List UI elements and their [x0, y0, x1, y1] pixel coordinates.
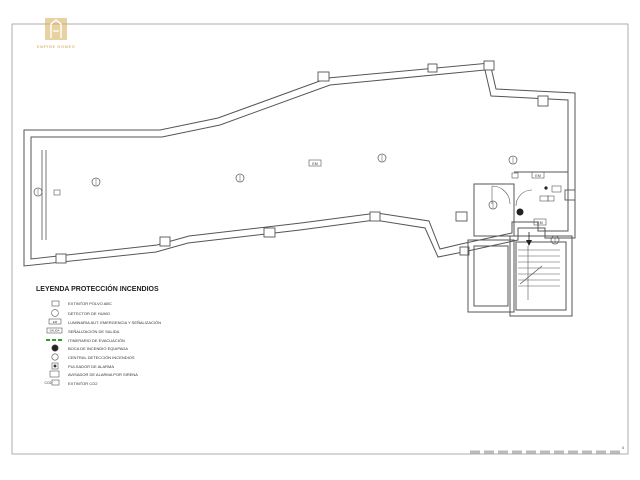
- legend-symbols: [46, 300, 64, 386]
- legend-label: EXTINTOR POLVO ABC: [68, 300, 112, 306]
- main-hall-wall-inner: [30, 69, 569, 260]
- legend-fire-hose-icon: [51, 344, 59, 352]
- empire-homes-logo: [45, 18, 67, 40]
- staircase: [518, 232, 560, 300]
- legend-item: AVISADOR DE ALARMA POR SIRENA: [40, 370, 138, 378]
- legend-exit-code: SALIDA: [50, 329, 60, 333]
- legend-item: BOCA DE INCENDIO EQUIPADA: [40, 344, 128, 352]
- page-number: 4: [621, 445, 624, 450]
- left-entrance-glazing: [41, 150, 47, 240]
- fire-hose-icon: [516, 208, 524, 216]
- bottom-wall-notches: [55, 211, 470, 264]
- smoke-detector-icon: [33, 153, 560, 245]
- legend-label: BOCA DE INCENDIO EQUIPADA: [68, 345, 128, 351]
- legend-em-code: EM: [53, 320, 58, 324]
- legend-detection-panel-icon: [51, 353, 59, 361]
- legend-alarm-button-icon: [51, 362, 59, 370]
- legend-label: CENTRAL DETECCIÓN INCENDIOS: [68, 354, 135, 360]
- legend-emergency-light-icon: [48, 318, 62, 325]
- siren-icon: [551, 185, 562, 193]
- legend-label: SEÑALIZACIÓN DE SALIDA: [68, 328, 120, 334]
- brand-name: EMPIRE HOMES: [36, 44, 76, 49]
- sheet-border: [11, 23, 629, 455]
- legend-item: EXTINTOR CO2: [40, 379, 98, 387]
- legend-item: EXTINTOR POLVO ABC: [40, 299, 112, 307]
- alarm-button-icon: [544, 186, 548, 190]
- legend-item: DETECTOR DE HUMO: [40, 309, 110, 317]
- legend-co2-code: CO2: [45, 381, 52, 385]
- legend-item: PULSADOR DE ALARMA: [40, 362, 114, 370]
- legend-label: ITINERARIO DE EVACUACIÓN: [68, 337, 125, 343]
- smoke-detector-marks: [37, 155, 556, 243]
- legend-item: LUMINARIA AUT. EMERGENCIA Y SEÑALIZACIÓN: [40, 318, 161, 326]
- stair-em-label: EM: [537, 221, 542, 225]
- legend-item: CENTRAL DETECCIÓN INCENDIOS: [40, 353, 135, 361]
- legend-label: PULSADOR DE ALARMA: [68, 363, 115, 369]
- legend-label: EXTINTOR CO2: [68, 380, 98, 386]
- hall-em-label: EM: [312, 162, 317, 166]
- legend-label: LUMINARIA AUT. EMERGENCIA Y SEÑALIZACIÓN: [68, 319, 161, 325]
- emergency-light-tags: [308, 159, 547, 226]
- legend-title: LEYENDA PROTECCIÓN INCENDIOS: [36, 286, 159, 293]
- legend-exit-sign-icon: [46, 327, 63, 334]
- legend-label: AVISADOR DE ALARMA POR SIRENA: [68, 371, 138, 377]
- legend-item: SEÑALIZACIÓN DE SALIDA: [40, 327, 119, 335]
- main-hall-wall-outer: [23, 62, 576, 267]
- legend-extinguisher-icon: [51, 300, 60, 307]
- legend-co2-icon: [51, 379, 60, 386]
- legend-item: ITINERARIO DE EVACUACIÓN: [40, 336, 125, 344]
- detection-panel-icon: [539, 195, 549, 202]
- wall-notches: [317, 60, 576, 201]
- legend-label: DETECTOR DE HUMO: [68, 310, 110, 316]
- side-em-label: EM: [535, 174, 540, 178]
- legend-siren-icon: [49, 370, 60, 378]
- legend-smoke-detector-icon: [51, 309, 59, 317]
- extinguisher-icon: [53, 172, 555, 202]
